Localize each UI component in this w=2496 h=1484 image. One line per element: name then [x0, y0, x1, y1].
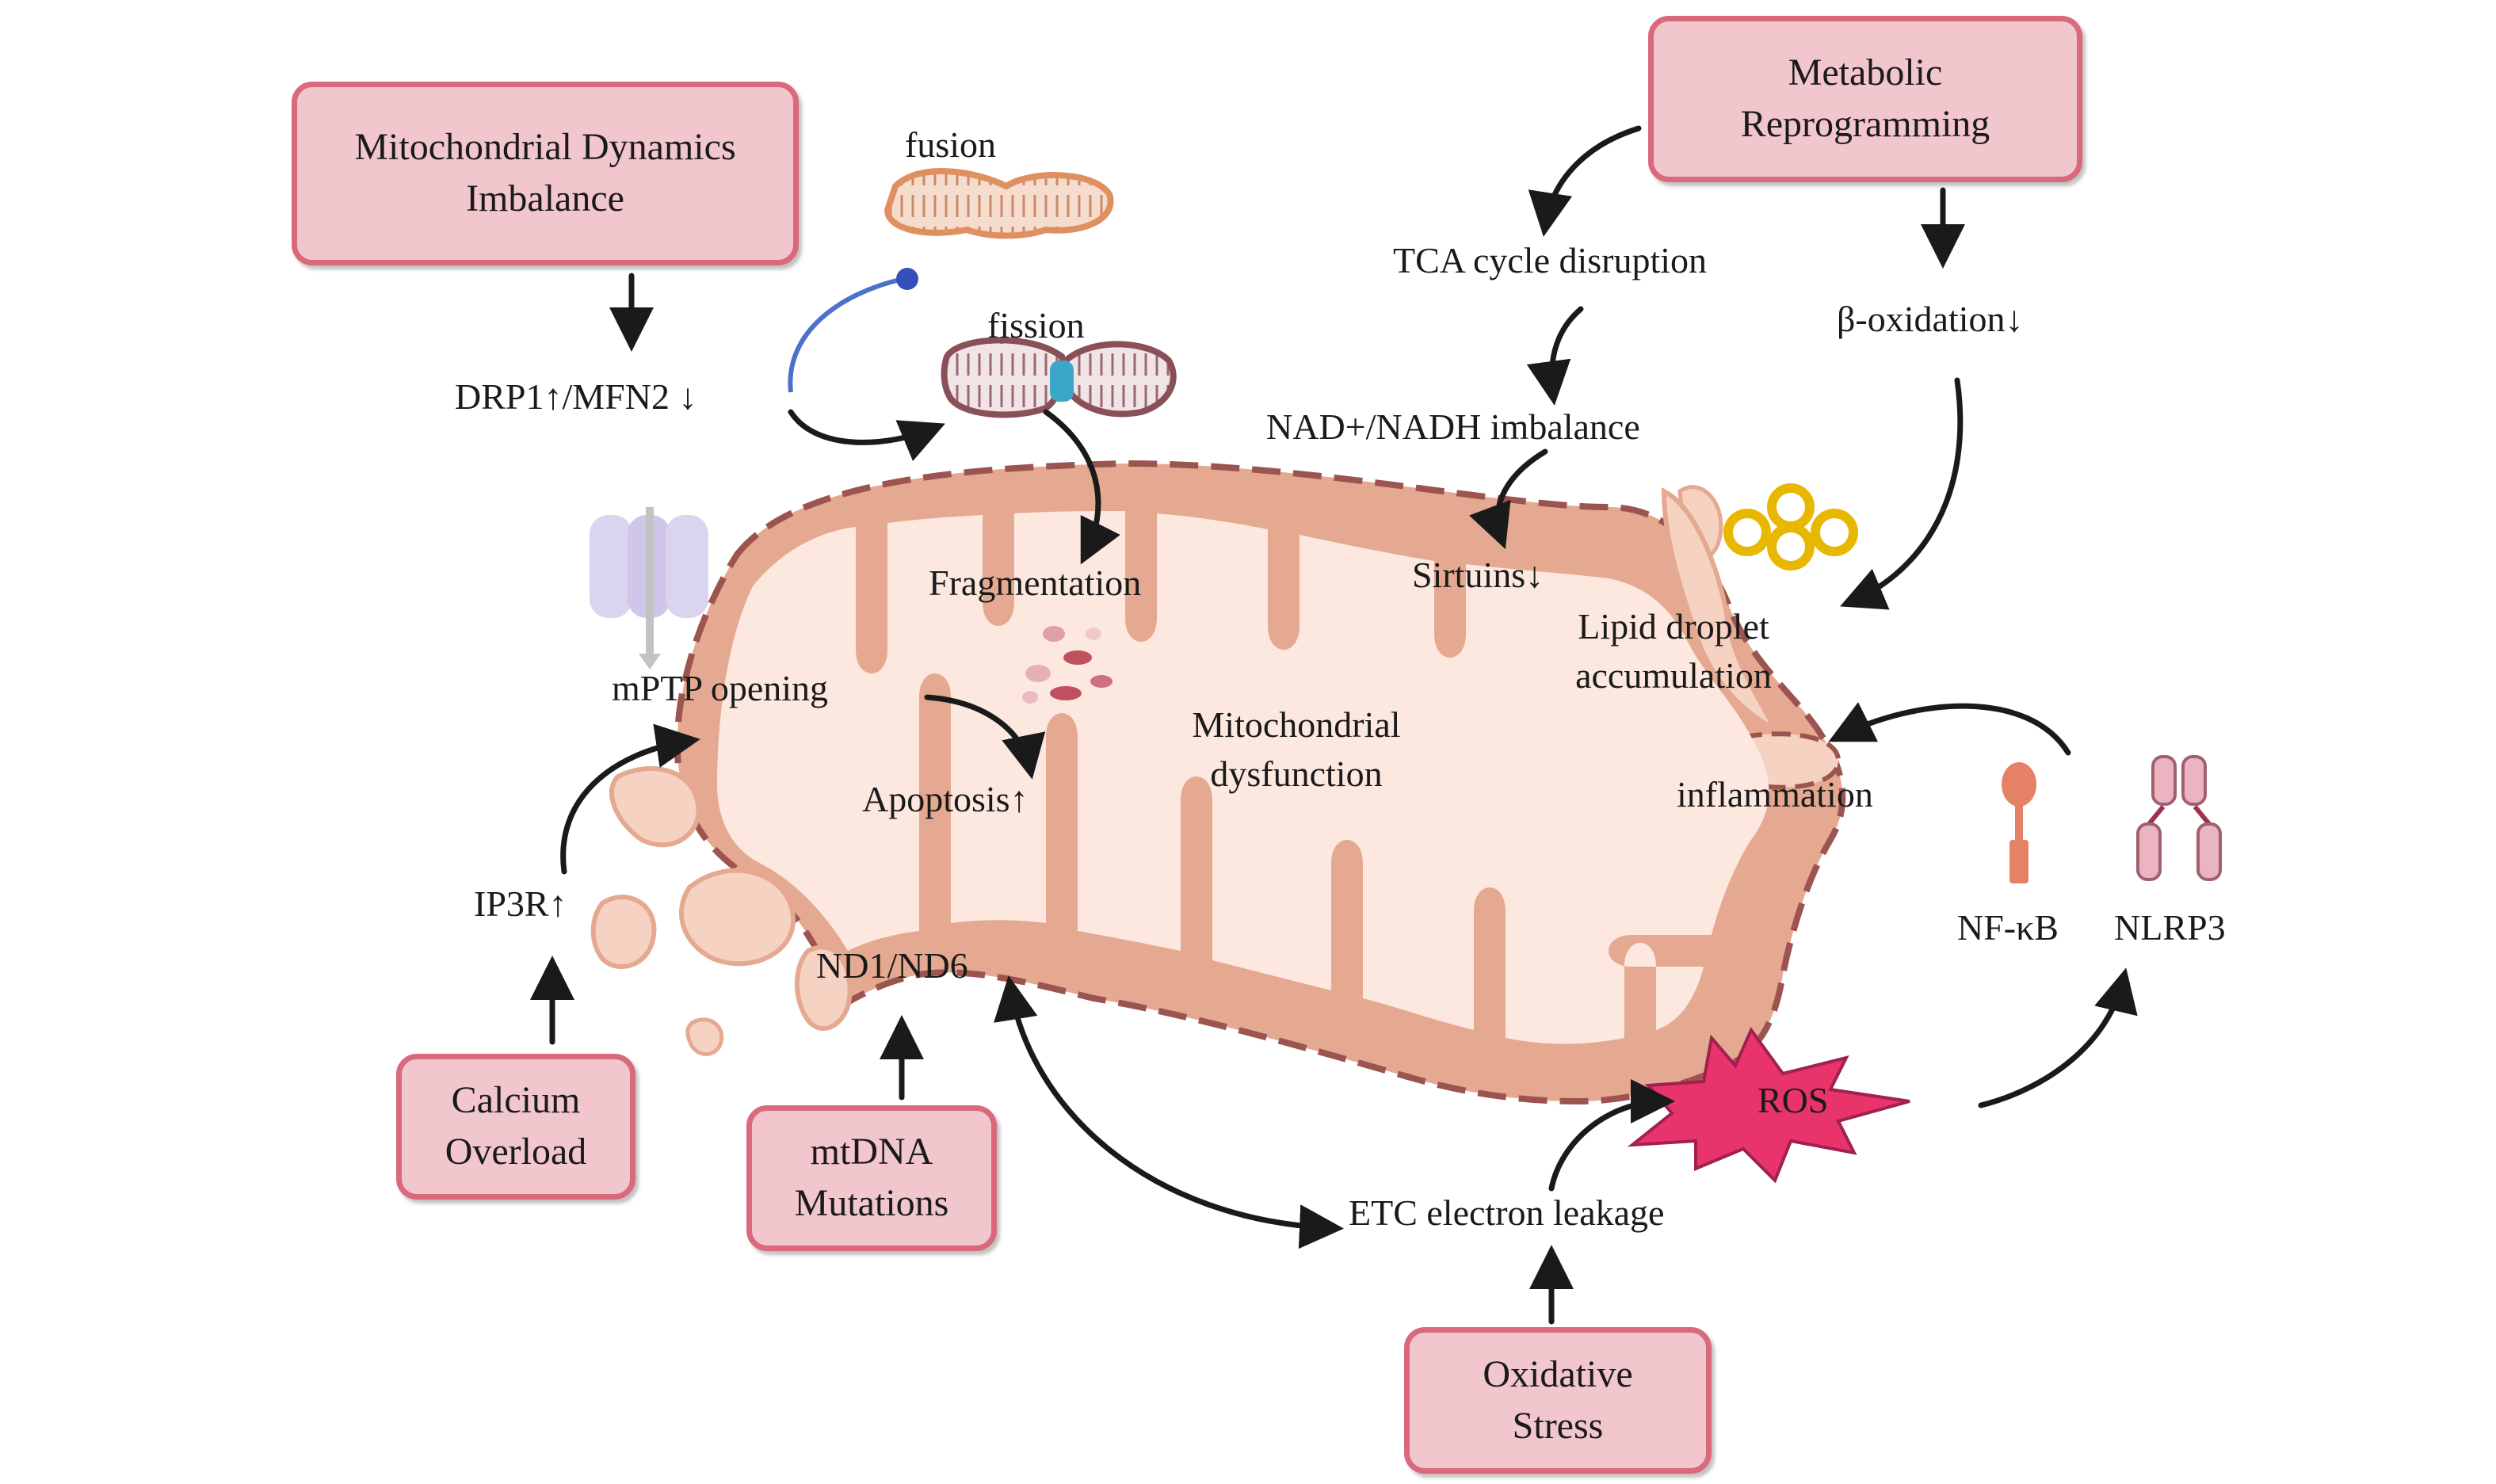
arrow-fission-to-fragmentation	[1043, 409, 1120, 565]
box-line: Mitochondrial Dynamics	[354, 126, 736, 169]
arrow-nd-etc-bidirectional	[994, 975, 1344, 1249]
box-line: Stress	[1512, 1404, 1604, 1447]
arrow-etc-to-ros	[1548, 1079, 1675, 1192]
mptp-channel-icon	[590, 507, 708, 670]
label-ros: ROS	[1758, 1080, 1829, 1120]
drp1-protein-icon	[788, 268, 918, 393]
fission-mitochondrion-icon	[941, 337, 1177, 418]
box-line: Metabolic	[1788, 52, 1943, 94]
label-mptp-opening: mPTP opening	[612, 668, 829, 708]
arrow-nad-to-sirtuins	[1469, 448, 1548, 550]
arrow-metabolic-to-tca	[1528, 125, 1642, 237]
box-calcium-overload: Calcium Overload	[396, 1054, 635, 1200]
arrow-beta-to-lipid	[1840, 377, 1964, 610]
box-metabolic-reprogramming: Metabolic Reprogramming	[1648, 16, 2082, 182]
label-fusion: fusion	[905, 124, 996, 165]
arrow-ros-to-nlrp3	[1978, 967, 2138, 1108]
label-beta-oxidation: β-oxidation↓	[1837, 299, 2024, 339]
mitochondrion-fragment	[679, 868, 796, 967]
label-drp1-mfn2: DRP1↑/MFN2 ↓	[455, 376, 697, 417]
label-sirtuins: Sirtuins↓	[1412, 555, 1544, 595]
label-inflammation: inflammation	[1677, 774, 1873, 814]
mitochondrion-fragment	[590, 895, 657, 969]
label-ip3r: IP3R↑	[474, 883, 567, 924]
box-line: Imbalance	[466, 177, 624, 219]
arrows	[530, 125, 2138, 1325]
label-fragmentation: Fragmentation	[929, 563, 1142, 603]
arrow-nlrp3-to-inflammation	[1828, 702, 2071, 756]
label-tca-cycle-disruption: TCA cycle disruption	[1393, 240, 1708, 280]
mitochondrion-fragment	[609, 766, 701, 848]
mitochondrion-fragment	[794, 944, 853, 1032]
box-oxidative-stress: Oxidative Stress	[1404, 1327, 1712, 1474]
arrow-ip3r-to-mptp	[560, 723, 700, 875]
fusion-mitochondrion-icon	[884, 168, 1114, 239]
label-nad-nadh-imbalance: NAD+/NADH imbalance	[1266, 406, 1640, 447]
box-mitochondrial-dynamics-imbalance: Mitochondrial Dynamics Imbalance	[292, 82, 799, 265]
box-line: Reprogramming	[1740, 103, 1990, 145]
mitochondrion-fragment	[1740, 731, 1841, 790]
label-line: Lipid droplet	[1578, 606, 1769, 647]
arrow-tca-to-nad	[1526, 306, 1584, 406]
label-nf-kb: NF-κB	[1957, 907, 2059, 948]
label-nlrp3: NLRP3	[2114, 907, 2226, 948]
nfkb-protein-icon	[2002, 762, 2036, 883]
label-nd1-nd6: ND1/ND6	[816, 945, 968, 986]
mitochondrion-illustration	[590, 460, 1846, 1105]
box-line: Oxidative	[1483, 1352, 1633, 1395]
box-mtdna-mutations: mtDNA Mutations	[746, 1105, 997, 1251]
label-mitochondrial-dysfunction: Mitochondrial dysfunction	[1170, 700, 1423, 799]
label-lipid-droplet-accumulation: Lipid droplet accumulation	[1555, 602, 1792, 700]
box-line: Calcium	[451, 1079, 581, 1122]
label-fission: fission	[987, 305, 1085, 345]
label-line: dysfunction	[1210, 753, 1383, 795]
label-etc-electron-leakage: ETC electron leakage	[1349, 1192, 1665, 1233]
box-line: mtDNA	[810, 1131, 933, 1173]
label-line: Mitochondrial	[1192, 704, 1401, 745]
ros-starburst-icon	[1627, 1027, 1910, 1184]
mitochondrion-inner-matrix	[717, 511, 1769, 1044]
lipid-droplets-icon	[1723, 483, 1858, 570]
nlrp3-protein-icon	[2136, 755, 2222, 881]
arrow-mptp-to-apoptosis	[924, 694, 1046, 780]
label-apoptosis: Apoptosis↑	[862, 779, 1029, 819]
box-line: Overload	[445, 1131, 587, 1173]
mitochondrion-fragment	[1661, 487, 1780, 734]
mitochondrion-fragment	[685, 1017, 724, 1056]
arrow-drp1-to-fission	[788, 409, 945, 461]
fragmentation-debris-icon	[1022, 626, 1113, 704]
box-line: Mutations	[794, 1182, 949, 1224]
label-line: accumulation	[1575, 655, 1772, 696]
